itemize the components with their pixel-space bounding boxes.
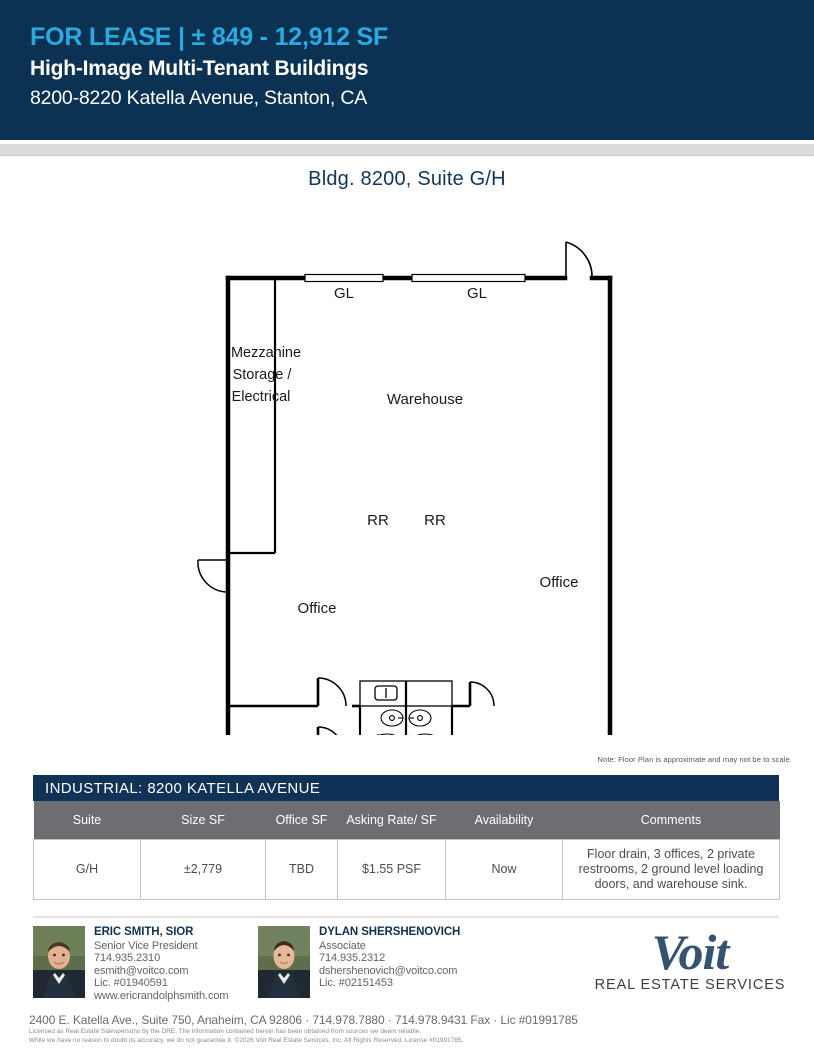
mezzanine-door (197, 559, 228, 593)
column-header-suite: Suite (33, 801, 141, 839)
label-mezzanine-2: Storage / (233, 367, 293, 383)
footer-disclaimer-line-2: While we have no reason to doubt its acc… (29, 1037, 464, 1045)
cell-comments: Floor drain, 3 offices, 2 private restro… (562, 838, 780, 900)
column-header-size-sf: Size SF (140, 801, 266, 839)
floor-plan-drawing: GL GL Mezzanine Storage / Electrical War… (0, 215, 814, 903)
footer-office-line: 2400 E. Katella Ave., Suite 750, Anaheim… (29, 1013, 578, 1027)
cell-asking-rate: $1.55 PSF (337, 838, 446, 900)
voit-wordmark: Voit (651, 924, 730, 980)
water-heater-box (359, 680, 453, 707)
label-rr-right: RR (424, 512, 446, 529)
avatar (33, 926, 85, 998)
agent-details: ERIC SMITH, SIOR Senior Vice President 7… (94, 926, 229, 1003)
header-text-block: FOR LEASE | ± 849 - 12,912 SF High-Image… (30, 20, 388, 113)
toilet-left (371, 733, 405, 753)
column-header-availability: Availability (445, 801, 563, 839)
sink-left (380, 709, 404, 727)
mezzanine-room-walls (228, 278, 277, 555)
header-gray-band (0, 144, 814, 155)
footer: 2400 E. Katella Ave., Suite 750, Anaheim… (29, 1013, 789, 1046)
label-mezzanine-3: Electrical (232, 389, 291, 405)
agent-phone[interactable]: 714.935.2310 (94, 952, 161, 965)
label-gl-left: GL (334, 285, 354, 302)
for-lease-headline: FOR LEASE | ± 849 - 12,912 SF (30, 23, 389, 51)
agent-card-1: ERIC SMITH, SIOR Senior Vice President 7… (33, 926, 229, 1003)
cell-office-sf: TBD (265, 838, 338, 900)
agent-name: ERIC SMITH, SIOR (94, 926, 194, 938)
availability-table: INDUSTRIAL: 8200 KATELLA AVENUE Suite Si… (33, 775, 780, 900)
cell-suite: G/H (33, 838, 141, 900)
property-address: 8200-8220 Katella Avenue, Stanton, CA (30, 87, 368, 109)
label-gl-right: GL (467, 285, 487, 302)
cell-availability: Now (445, 838, 563, 900)
header-banner: FOR LEASE | ± 849 - 12,912 SF High-Image… (0, 0, 814, 140)
table-row: G/H ±2,779 TBD $1.55 PSF Now Floor drain… (33, 838, 780, 900)
suite-grid: Suite Size SF Office SF Asking Rate/ SF … (33, 801, 780, 900)
label-office-right: Office (540, 574, 579, 591)
agent-title: Associate (319, 939, 366, 952)
label-warehouse: Warehouse (387, 391, 463, 408)
agent-card-2: DYLAN SHERSHENOVICH Associate 714.935.23… (258, 926, 460, 998)
sink-right (408, 709, 432, 727)
agent-title: Senior Vice President (94, 939, 198, 952)
property-subtitle: High-Image Multi-Tenant Buildings (30, 57, 369, 80)
agent-email[interactable]: dshershenovich@voitco.com (319, 964, 458, 977)
label-rr-left: RR (367, 512, 389, 529)
contacts-divider (33, 916, 779, 918)
toilet-right (407, 733, 441, 753)
agent-license: Lic. #01940591 (94, 977, 168, 990)
header-white-rule (0, 140, 814, 143)
table-header-row: Suite Size SF Office SF Asking Rate/ SF … (33, 801, 780, 839)
column-header-asking-rate: Asking Rate/ SF (337, 801, 446, 839)
table-title-bar: INDUSTRIAL: 8200 KATELLA AVENUE (33, 775, 779, 801)
gl-opening-left (304, 273, 384, 283)
column-header-comments: Comments (562, 801, 780, 839)
column-header-office-sf: Office SF (265, 801, 338, 839)
label-mezzanine-1: Mezzanine (231, 345, 301, 361)
agent-email[interactable]: esmith@voitco.com (94, 964, 189, 977)
agent-phone[interactable]: 714.935.2312 (319, 952, 386, 965)
gl-door-openings (304, 273, 526, 283)
cell-size-sf: ±2,779 (140, 838, 266, 900)
gl-opening-right (411, 273, 526, 283)
label-office-left: Office (298, 600, 337, 617)
floor-plan-note: Note: Floor Plan is approximate and may … (597, 755, 792, 764)
agent-name: DYLAN SHERSHENOVICH (319, 926, 461, 938)
voit-tagline: REAL ESTATE SERVICES (594, 977, 786, 993)
restroom-block (358, 680, 454, 783)
agent-license: Lic. #02151453 (319, 977, 393, 990)
agent-website[interactable]: www.ericrandolphsmith.com (94, 989, 229, 1002)
header-bottom-rule (0, 155, 814, 156)
page-title: Bldg. 8200, Suite G/H (308, 168, 506, 190)
entry-door-top-right (565, 241, 593, 279)
avatar (258, 926, 310, 998)
footer-disclaimer-line-1: Licensed as Real Estate Salespersons by … (29, 1028, 422, 1035)
agent-details: DYLAN SHERSHENOVICH Associate 714.935.23… (319, 926, 460, 990)
voit-logo: Voit REAL ESTATE SERVICES (590, 924, 790, 993)
